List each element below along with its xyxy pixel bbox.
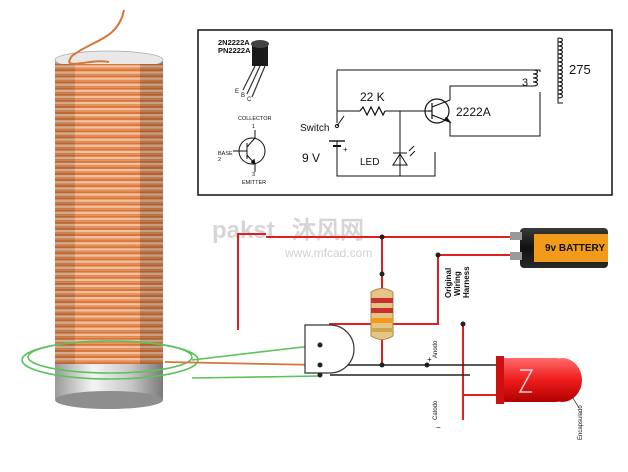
battery-icon: 9v BATTERY — [510, 228, 608, 268]
pin-e-label: E — [235, 89, 239, 95]
resistor-value: 22 K — [360, 90, 385, 104]
watermark-logo: 沐风网 — [292, 216, 364, 244]
emitter-label: EMITTER — [242, 180, 266, 186]
base-label: BASE — [218, 151, 233, 157]
black-wires — [330, 364, 500, 376]
transistor-package-icon — [242, 40, 269, 98]
pin-num-1: 1 — [252, 124, 255, 130]
led-icon — [496, 356, 582, 404]
switch-symbol-icon — [334, 115, 345, 129]
anode-label: Anodo — [433, 340, 439, 358]
watermark-url: www.mfcad.com — [284, 246, 372, 260]
secondary-winding — [55, 64, 163, 364]
pin-b-label: B — [241, 93, 245, 99]
part-number-2: PN2222A — [218, 46, 251, 55]
pin-num-2: 2 — [218, 157, 221, 163]
switch-label: Switch — [300, 123, 329, 134]
part-number-1: 2N2222A — [218, 38, 250, 47]
cathode-sign: − — [436, 423, 441, 432]
transistor-type: 2222A — [456, 105, 491, 119]
secondary-coil-icon — [557, 37, 563, 99]
secondary-turns: 275 — [569, 62, 591, 77]
resistor-board-icon — [370, 288, 394, 340]
transistor-symbol-main-icon — [424, 98, 452, 124]
pin-num-3: 3 — [252, 172, 255, 178]
led-symbol-icon — [392, 145, 416, 166]
watermark: pakst 沐风网 www.mfcad.com — [212, 216, 372, 260]
harness-label-3: Harness — [462, 266, 471, 298]
transistor-symbol-icon — [233, 130, 266, 172]
primary-turns: 3 — [522, 77, 528, 89]
harness-label-2: Wiring — [453, 271, 462, 296]
resistor-symbol-icon — [359, 105, 386, 117]
collector-label: COLLECTOR — [238, 116, 272, 122]
junction-dots — [379, 234, 466, 368]
primary-coil-icon — [532, 69, 538, 87]
transistor-board-icon — [304, 324, 355, 378]
anode-sign: + — [427, 355, 432, 364]
cathode-label: Catodo — [433, 400, 439, 420]
battery-plus: + — [343, 145, 348, 154]
battery-label: 9v BATTERY — [545, 243, 605, 254]
battery-symbol-icon — [329, 140, 345, 147]
led-callout-line — [572, 397, 580, 409]
coil-leads — [164, 344, 321, 379]
watermark-main: pakst — [212, 217, 275, 244]
led-label: LED — [360, 157, 379, 168]
led-case-label: Encapsulado — [578, 405, 584, 440]
pin-c-label: C — [247, 97, 252, 103]
harness-label-1: Original — [444, 268, 453, 298]
secondary-top-lead — [68, 9, 125, 65]
voltage-label: 9 V — [302, 151, 320, 165]
